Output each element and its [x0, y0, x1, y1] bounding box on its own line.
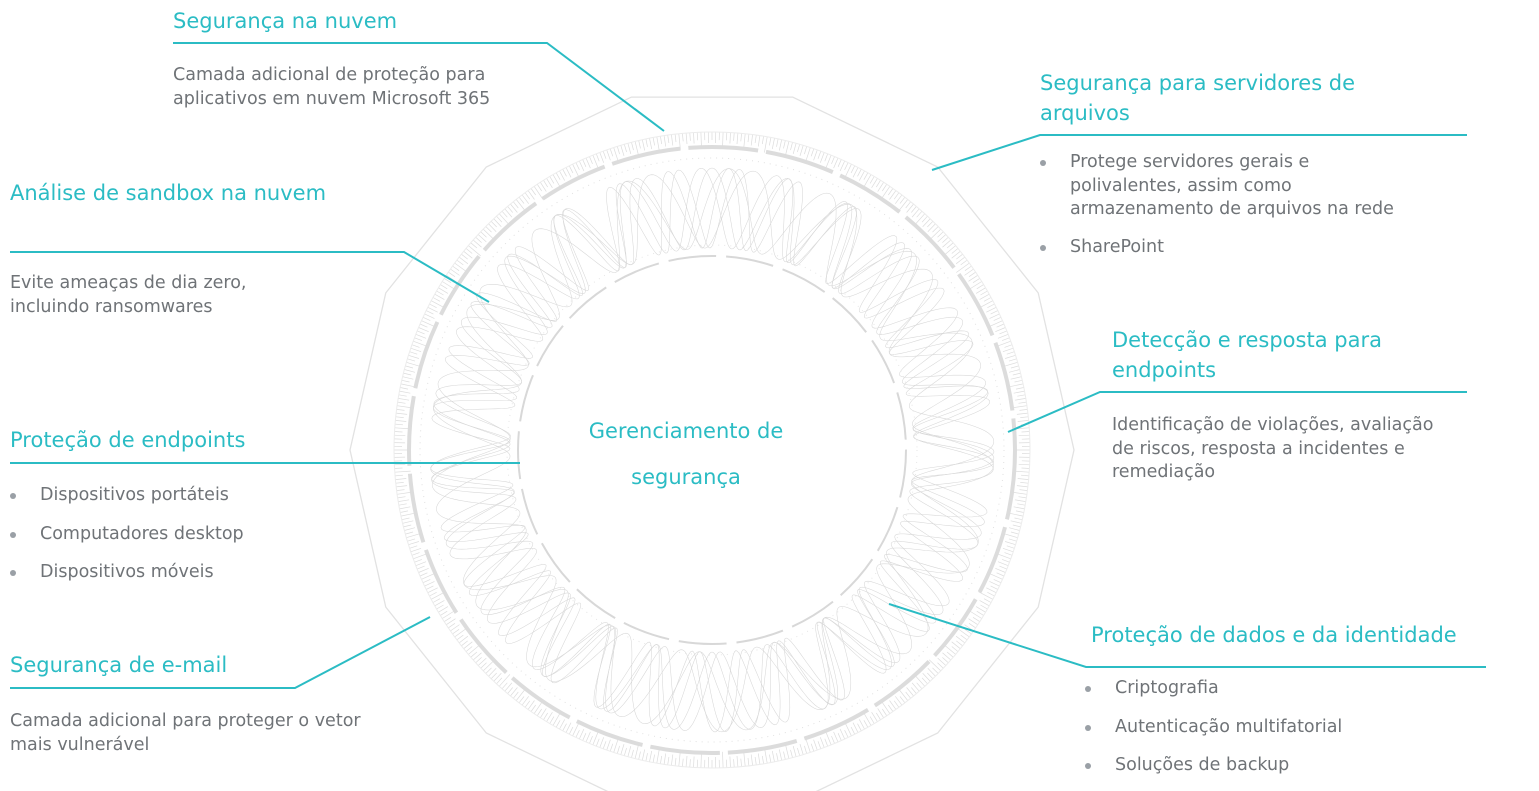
tick-marks: [393, 131, 1031, 769]
connector-email-security: [10, 616, 431, 689]
outer-segmented-ring: [407, 145, 1017, 755]
spiro-wave: [433, 168, 995, 731]
spiro-wave: [431, 168, 995, 732]
spiro-wave: [431, 170, 994, 733]
edr-title: Detecção e resposta para endpoints: [1112, 328, 1382, 382]
endpoint-protection-list: Dispositivos portáteis Computadores desk…: [10, 484, 370, 585]
cloud-security-title: Segurança na nuvem: [173, 9, 398, 33]
spirograph-pattern: [430, 167, 995, 733]
email-security-description: Camada adicional para proteger o vetor m…: [10, 711, 361, 755]
sandbox-title: Análise de sandbox na nuvem: [10, 181, 327, 205]
spiro-wave: [430, 167, 994, 730]
list-item: Soluções de backup: [1085, 754, 1445, 778]
cloud-security-description: Camada adicional de proteção para aplica…: [173, 65, 491, 109]
connector-sandbox: [10, 251, 490, 303]
list-item: Criptografia: [1085, 677, 1445, 701]
file-servers-list: Protege servidores gerais e polivalentes…: [1040, 151, 1400, 259]
list-item: Dispositivos móveis: [10, 561, 370, 585]
list-item: Protege servidores gerais e polivalentes…: [1040, 151, 1400, 222]
list-item: Autenticação multifatorial: [1085, 716, 1445, 740]
list-item: Computadores desktop: [10, 523, 370, 547]
outer-ring-faint: [393, 131, 1031, 769]
connector-edr: [1007, 391, 1467, 433]
spiro-wave: [431, 168, 995, 731]
inner-segmented-ring: [517, 255, 907, 645]
list-item: Dispositivos portáteis: [10, 484, 370, 508]
endpoint-protection-title: Proteção de endpoints: [10, 428, 246, 452]
tick-ring: [393, 131, 1031, 769]
file-servers-title: Segurança para servidores de arquivos: [1040, 71, 1356, 125]
edr-description: Identificação de violações, avaliação de…: [1112, 415, 1434, 482]
email-security-title: Segurança de e-mail: [10, 653, 228, 677]
center-title: Gerenciamento de segurança: [588, 419, 784, 489]
spiro-wave: [430, 169, 994, 733]
list-item: SharePoint: [1040, 236, 1400, 260]
connector-file-servers: [931, 134, 1467, 171]
data-identity-title: Proteção de dados e da identidade: [1091, 623, 1457, 647]
inner-dotted-ring: [506, 244, 918, 656]
connector-data-identity: [888, 603, 1486, 668]
dotted-ring: [419, 157, 1005, 743]
inner-white-disc: [518, 256, 906, 644]
data-identity-list: Criptografia Autenticação multifatorial …: [1085, 677, 1445, 778]
sandbox-description: Evite ameaças de dia zero, incluindo ran…: [10, 273, 247, 317]
connector-cloud-security: [173, 42, 665, 132]
